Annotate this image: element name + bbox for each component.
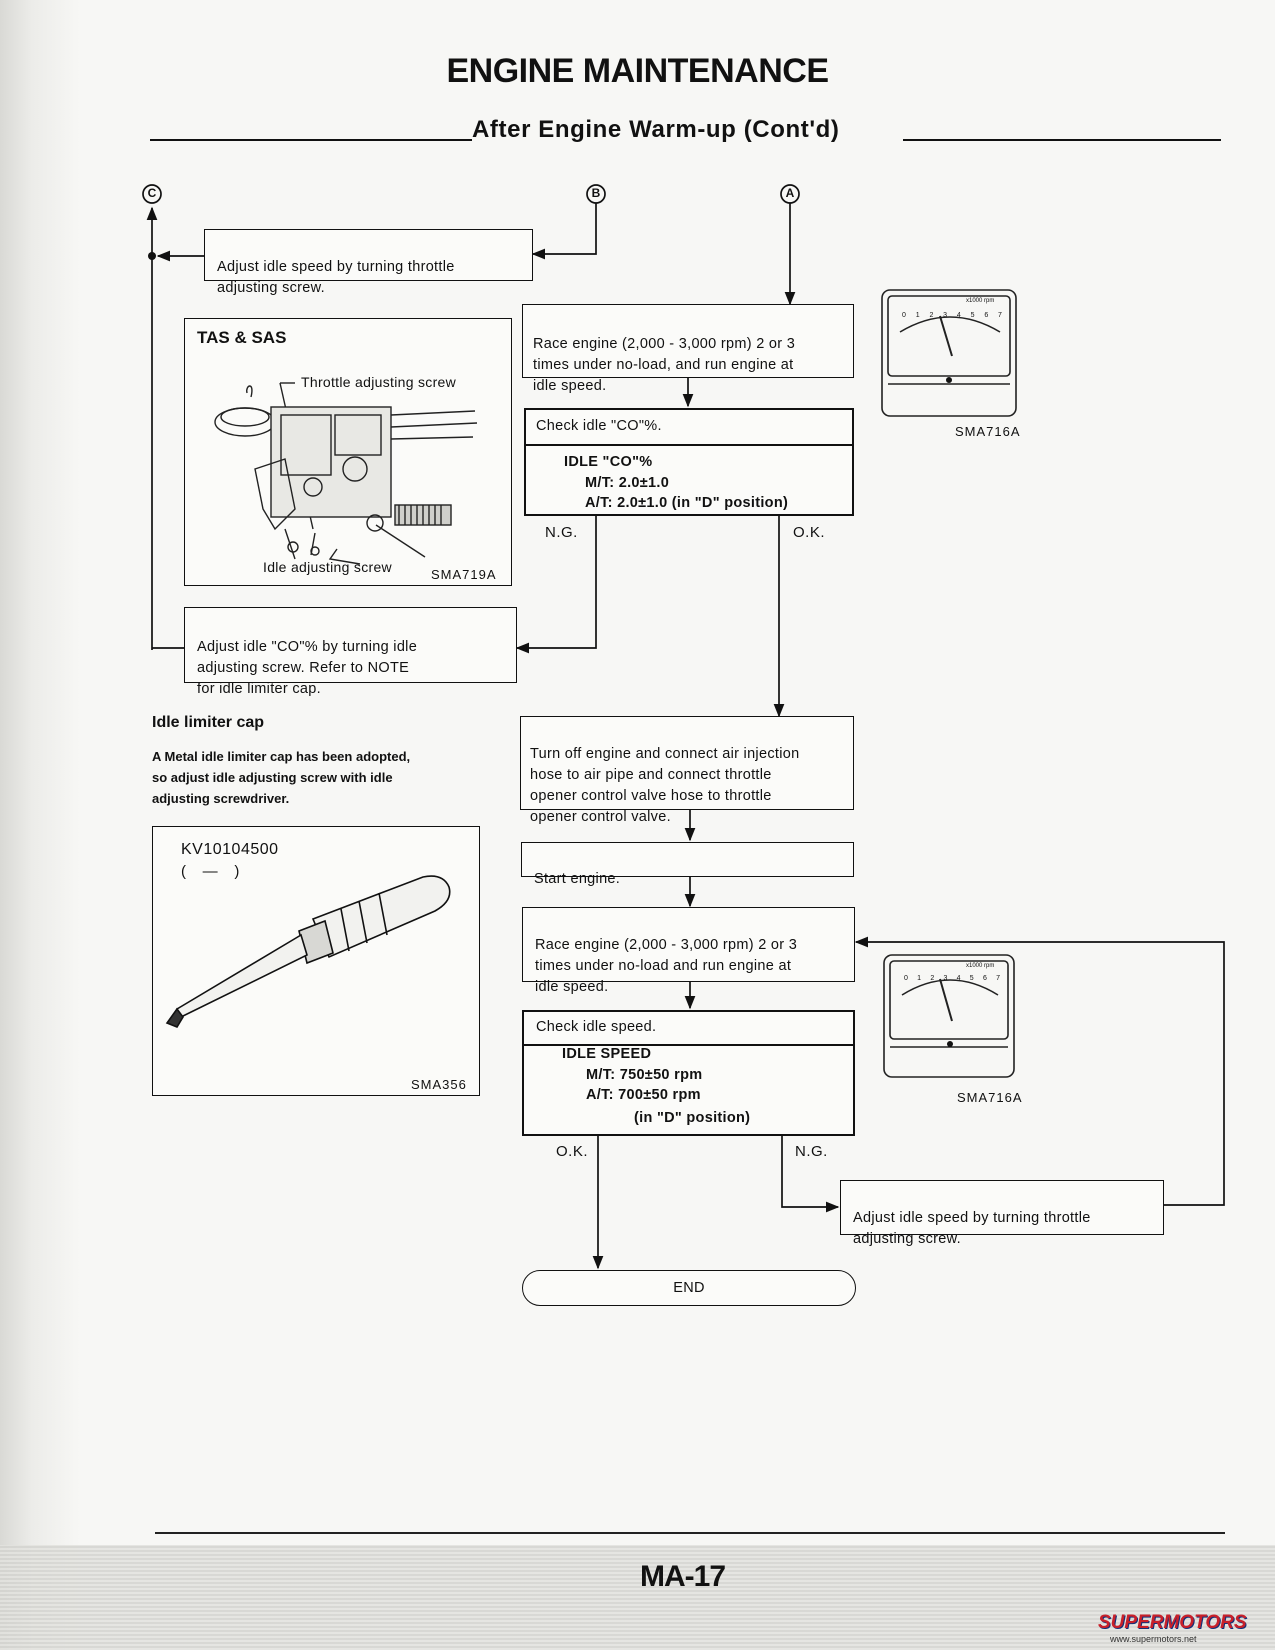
adjust-idle-speed-text: Adjust idle speed by turning throttle ad… (217, 259, 455, 296)
start-engine-box: Start engine. (521, 842, 854, 887)
tachometer-drawing-2 (883, 954, 1015, 1078)
ng-label-speed: N.G. (795, 1143, 828, 1160)
page-title: ENGINE MAINTENANCE (446, 52, 829, 90)
tach-tick: 3 (943, 312, 948, 319)
tach-tick: 6 (982, 975, 987, 982)
adjust-idle-speed-box-top: Adjust idle speed by turning throttle ad… (204, 229, 533, 296)
check-idle-speed-header: Check idle speed. (524, 1012, 853, 1046)
idle-co-mt: M/T: 2.0±1.0 (585, 475, 670, 491)
tach-tick: 2 (929, 312, 934, 319)
carburetor-drawing (214, 382, 478, 565)
idle-speed-mt: M/T: 750±50 rpm (586, 1067, 703, 1083)
page-subtitle: After Engine Warm-up (Cont'd) (472, 116, 840, 143)
idle-co-title: IDLE "CO"% (564, 454, 653, 470)
ok-label-speed: O.K. (556, 1143, 589, 1160)
carburetor-figure: TAS & SAS Throttle adjusting screw Idle (184, 318, 512, 586)
scan-edge-shadow (0, 0, 80, 1650)
title-rule-right (903, 139, 1221, 141)
tach-tick: 4 (956, 975, 961, 982)
ng-label-co: N.G. (545, 524, 578, 541)
tach-tick: 7 (996, 975, 1000, 982)
tach-tick: 4 (956, 312, 961, 319)
tach-tick: 5 (969, 975, 974, 982)
adjust-idle-co-text: Adjust idle "CO"% by turning idle adjust… (197, 639, 418, 697)
tool-figure-code: SMA356 (411, 1077, 467, 1092)
check-idle-co-header: Check idle "CO"%. (526, 410, 852, 446)
check-idle-co-box: Check idle "CO"%. IDLE "CO"% M/T: 2.0±1.… (524, 408, 854, 516)
tach-scale-label-2: x1000 rpm (966, 963, 995, 969)
throttle-screw-callout: Throttle adjusting screw (301, 374, 457, 390)
adjust-idle-speed-box-bottom: Adjust idle speed by turning throttle ad… (840, 1180, 1164, 1247)
tool-part-number: KV10104500 (181, 841, 279, 858)
tach-ticks-1: 0 1 2 3 4 5 6 7 (902, 312, 1002, 319)
page-number: MA-17 (640, 1560, 726, 1593)
title-rule-left (150, 139, 472, 141)
idle-co-at: A/T: 2.0±1.0 (in "D" position) (585, 495, 789, 511)
tach-tick: 3 (943, 975, 948, 982)
tach-tick: 1 (915, 312, 920, 319)
ok-label-co: O.K. (793, 524, 826, 541)
tach-scale-label-1: x1000 rpm (966, 298, 995, 304)
idle-limiter-heading: Idle limiter cap (152, 714, 265, 731)
connector-c-circle (142, 184, 162, 204)
tachometer-figure-1-code: SMA716A (955, 424, 1021, 439)
idle-speed-at: A/T: 700±50 rpm (586, 1087, 701, 1103)
tach-tick: 5 (970, 312, 975, 319)
race-engine-text-2: Race engine (2,000 - 3,000 rpm) 2 or 3 t… (535, 937, 798, 995)
carburetor-figure-title: TAS & SAS (197, 328, 287, 347)
screwdriver-drawing (165, 875, 451, 1028)
tach-tick: 6 (984, 312, 989, 319)
turn-off-engine-box: Turn off engine and connect air injectio… (520, 716, 854, 825)
tach-tick: 7 (998, 312, 1002, 319)
check-idle-speed-box: Check idle speed. IDLE SPEED M/T: 750±50… (522, 1010, 855, 1136)
screwdriver-figure: KV10104500 ( — ) SMA356 (152, 826, 480, 1096)
tachometer-figure-2: x1000 rpm 0 1 2 3 4 5 6 7 (882, 953, 1018, 1079)
adjust-idle-co-box: Adjust idle "CO"% by turning idle adjust… (184, 607, 517, 697)
idle-speed-at-note: (in "D" position) (634, 1110, 751, 1126)
watermark-brand: SUPERMOTORS (1098, 1612, 1247, 1633)
tach-tick: 0 (904, 975, 908, 982)
idle-screw-callout: Idle adjusting screw (263, 559, 392, 575)
junction-dot (148, 252, 156, 260)
scan-noise-band (0, 1545, 1275, 1650)
tool-part-sub: ( — ) (181, 863, 240, 880)
idle-speed-title: IDLE SPEED (562, 1046, 652, 1062)
race-engine-text-1: Race engine (2,000 - 3,000 rpm) 2 or 3 t… (533, 336, 796, 394)
adjust-idle-speed-bottom-text: Adjust idle speed by turning throttle ad… (853, 1210, 1091, 1247)
idle-limiter-body: A Metal idle limiter cap has been adopte… (152, 749, 411, 806)
connector-c-label: C (147, 186, 157, 200)
race-engine-box-2: Race engine (2,000 - 3,000 rpm) 2 or 3 t… (522, 907, 855, 995)
end-label: END (673, 1280, 705, 1296)
footer-rule (155, 1532, 1225, 1534)
tachometer-figure-2-code: SMA716A (957, 1090, 1023, 1105)
tach-tick: 0 (902, 312, 906, 319)
tach-tick: 2 (930, 975, 935, 982)
turn-off-engine-text: Turn off engine and connect air injectio… (530, 746, 800, 825)
connector-b-label: B (591, 186, 601, 200)
tachometer-drawing-1 (881, 289, 1017, 417)
tach-tick: 1 (917, 975, 922, 982)
watermark-url: www.supermotors.net (1110, 1634, 1197, 1644)
start-engine-text: Start engine. (534, 871, 621, 887)
tach-ticks-2: 0 1 2 3 4 5 6 7 (904, 975, 1000, 982)
end-terminator: END (522, 1270, 856, 1306)
carburetor-figure-code: SMA719A (431, 567, 497, 582)
tachometer-figure-1: x1000 rpm 0 1 2 3 4 5 6 7 (880, 288, 1020, 417)
race-engine-box-1: Race engine (2,000 - 3,000 rpm) 2 or 3 t… (522, 304, 854, 394)
connector-a-label: A (785, 186, 795, 200)
